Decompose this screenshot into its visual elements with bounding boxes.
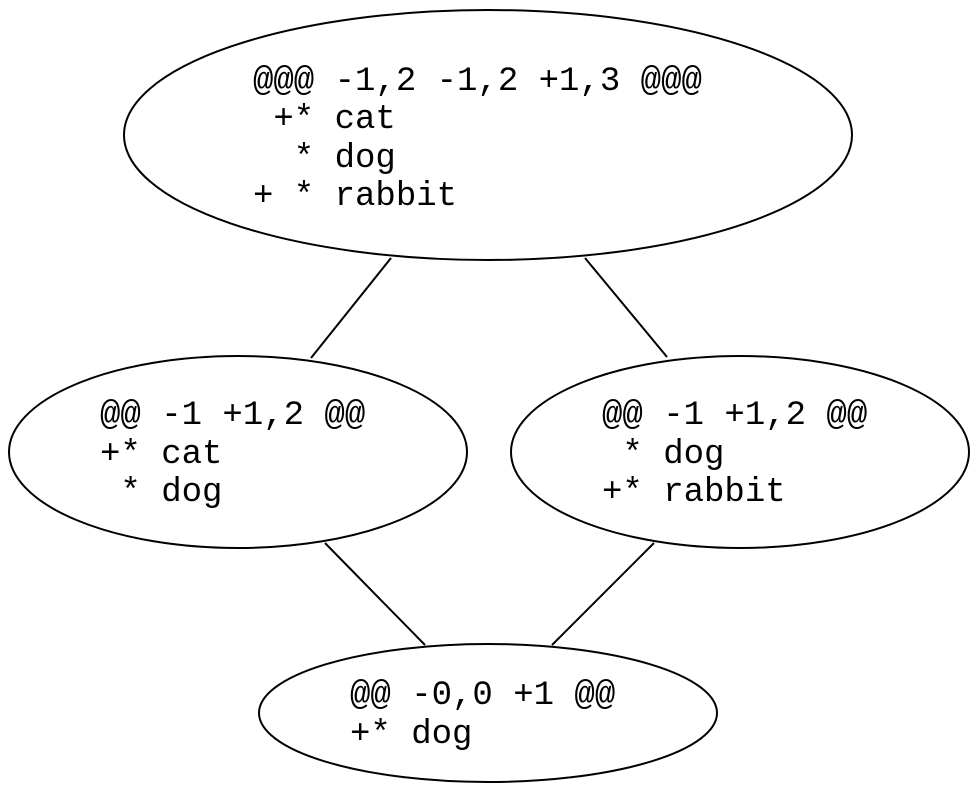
node-top: @@@ -1,2 -1,2 +1,3 @@@ +* cat * dog + * … <box>123 9 853 261</box>
edge-top-right <box>584 257 668 358</box>
node-left-line: @@ -1 +1,2 @@ <box>100 397 365 435</box>
node-top-line: * dog <box>253 140 396 178</box>
node-left: @@ -1 +1,2 @@ +* cat * dog <box>8 355 468 549</box>
node-top-line: + * rabbit <box>253 178 457 216</box>
node-right: @@ -1 +1,2 @@ * dog +* rabbit <box>510 355 970 549</box>
edge-top-left <box>310 257 392 359</box>
node-bottom-ellipse <box>258 643 718 783</box>
node-top-line: +* cat <box>253 101 396 139</box>
node-bottom: @@ -0,0 +1 @@ +* dog <box>258 643 718 783</box>
edge-left-bottom <box>324 542 426 646</box>
node-right-line: @@ -1 +1,2 @@ <box>602 397 867 435</box>
node-top-line: @@@ -1,2 -1,2 +1,3 @@@ <box>253 63 702 101</box>
node-top-ellipse <box>123 9 853 261</box>
node-left-ellipse <box>8 355 468 549</box>
edge-right-bottom <box>551 542 655 646</box>
node-right-line: +* rabbit <box>602 474 786 512</box>
node-bottom-line: @@ -0,0 +1 @@ <box>350 677 615 715</box>
node-left-line: +* cat <box>100 436 222 474</box>
node-left-line: * dog <box>100 474 222 512</box>
node-bottom-line: +* dog <box>350 716 472 754</box>
node-right-line: * dog <box>602 436 724 474</box>
node-right-ellipse <box>510 355 970 549</box>
